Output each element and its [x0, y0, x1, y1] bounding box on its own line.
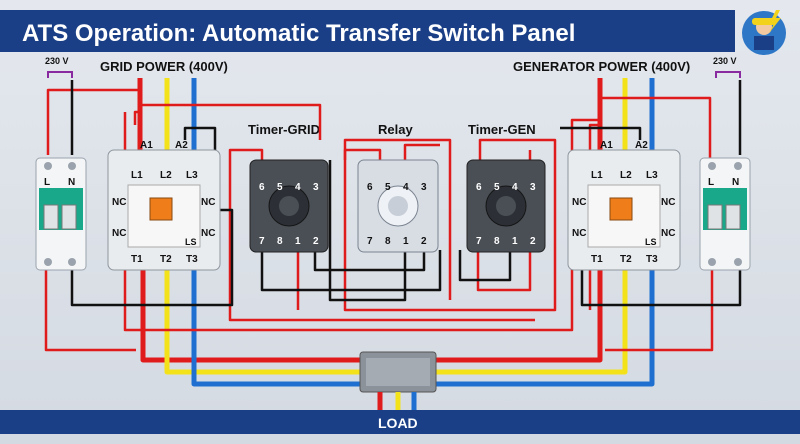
gen-brand: LS: [645, 237, 657, 247]
gen-t1: T1: [591, 254, 603, 265]
gen-t3: T3: [646, 254, 658, 265]
relay-pin-7: 7: [367, 236, 373, 247]
gen-contactor: A1 A2 L1 L2 L3 NC NC NC NC T1 T2 T3 LS: [567, 140, 681, 271]
tg-pin-8: 8: [277, 236, 283, 247]
timer-gen-label: Timer-GEN: [468, 122, 536, 137]
grid-breaker-l: L: [44, 177, 50, 188]
relay-pin-2: 2: [421, 236, 427, 247]
left-voltage-bracket: [47, 71, 73, 78]
gen-nc-1: NC: [572, 197, 586, 208]
tgen-pin-2: 2: [530, 236, 536, 247]
grid-t1: T1: [131, 254, 143, 265]
relay-pin-1: 1: [403, 236, 409, 247]
grid-breaker-n: N: [68, 177, 75, 188]
wires: [44, 78, 742, 398]
relay-pin-5: 5: [385, 182, 391, 193]
gen-l2: L2: [620, 170, 632, 181]
load-bar: [0, 410, 800, 434]
tgen-pin-3: 3: [530, 182, 536, 193]
grid-contactor: A1 A2 L1 L2 L3 NC NC NC NC T1 T2 T3 LS: [107, 140, 221, 271]
timer-grid-label: Timer-GRID: [248, 122, 320, 137]
grid-nc-2: NC: [112, 228, 126, 239]
gen-breaker-l: L: [708, 177, 714, 188]
tgen-pin-1: 1: [512, 236, 518, 247]
relay-pin-6: 6: [367, 182, 373, 193]
relay-pin-3: 3: [421, 182, 427, 193]
gen-l3: L3: [646, 170, 658, 181]
tg-pin-1: 1: [295, 236, 301, 247]
right-voltage-bracket: [715, 71, 741, 78]
timer-gen-socket: 6 5 4 3 7 8 1 2: [466, 159, 546, 253]
tgen-pin-5: 5: [494, 182, 500, 193]
gen-l1: L1: [591, 170, 603, 181]
tg-pin-7: 7: [259, 236, 265, 247]
gen-a1: A1: [600, 140, 613, 151]
load-junction-box: [359, 351, 437, 410]
title-banner: [0, 10, 735, 52]
tgen-pin-7: 7: [476, 236, 482, 247]
relay-socket: 6 5 4 3 7 8 1 2: [357, 159, 439, 253]
gen-nc-2: NC: [572, 228, 586, 239]
grid-a1: A1: [140, 140, 153, 151]
tg-pin-6: 6: [259, 182, 265, 193]
grid-l3: L3: [186, 170, 198, 181]
tgen-pin-4: 4: [512, 182, 518, 193]
relay-pin-8: 8: [385, 236, 391, 247]
relay-label: Relay: [378, 122, 413, 137]
grid-nc-4: NC: [201, 228, 215, 239]
grid-t2: T2: [160, 254, 172, 265]
gen-breaker: L N: [699, 157, 751, 271]
gen-breaker-n: N: [732, 177, 739, 188]
grid-power-label: GRID POWER (400V): [100, 59, 228, 74]
grid-l2: L2: [160, 170, 172, 181]
grid-brand: LS: [185, 237, 197, 247]
gen-t2: T2: [620, 254, 632, 265]
page-title: ATS Operation: Automatic Transfer Switch…: [22, 20, 575, 47]
grid-breaker: L N: [35, 157, 87, 271]
grid-t3: T3: [186, 254, 198, 265]
tg-pin-4: 4: [295, 182, 301, 193]
left-voltage-label: 230 V: [45, 56, 69, 66]
load-label: LOAD: [378, 415, 418, 431]
tgen-pin-6: 6: [476, 182, 482, 193]
grid-a2: A2: [175, 140, 188, 151]
tg-pin-2: 2: [313, 236, 319, 247]
grid-l1: L1: [131, 170, 143, 181]
gen-nc-4: NC: [661, 228, 675, 239]
electrician-logo: [742, 10, 786, 55]
grid-nc-1: NC: [112, 197, 126, 208]
grid-nc-3: NC: [201, 197, 215, 208]
right-voltage-label: 230 V: [713, 56, 737, 66]
relay-pin-4: 4: [403, 182, 409, 193]
tg-pin-3: 3: [313, 182, 319, 193]
gen-a2: A2: [635, 140, 648, 151]
tg-pin-5: 5: [277, 182, 283, 193]
gen-nc-3: NC: [661, 197, 675, 208]
tgen-pin-8: 8: [494, 236, 500, 247]
timer-grid-socket: 6 5 4 3 7 8 1 2: [249, 159, 329, 253]
generator-power-label: GENERATOR POWER (400V): [513, 59, 690, 74]
